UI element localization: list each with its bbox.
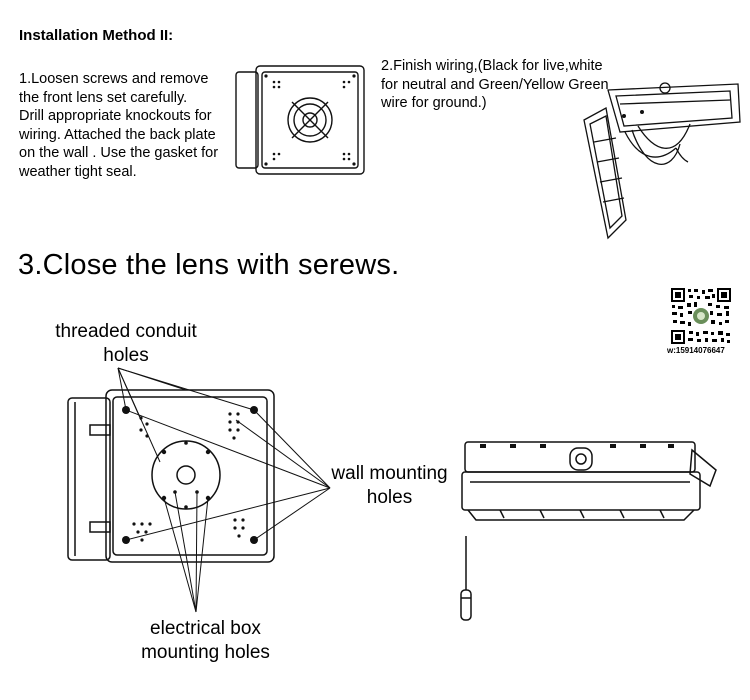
qr-phone-number: w:15914076647 [667, 346, 725, 355]
step1-line: wiring. Attached the back plate [19, 126, 216, 143]
step2-text: 2.Finish wiring,(Black for live,white fo… [381, 57, 621, 113]
label-line: mounting holes [141, 642, 270, 663]
step2-line: for neutral and Green/Yellow Green [381, 76, 609, 93]
label-threaded-conduit-holes: threaded conduit holes [50, 320, 202, 368]
label-line: threaded conduit [55, 321, 197, 342]
label-line: holes [103, 345, 149, 366]
label-wall-mounting-holes: wall mounting holes [327, 462, 452, 510]
qr-code [670, 287, 732, 345]
step3-heading: 3.Close the lens with serews. [18, 249, 400, 281]
back-plate-drawing [235, 65, 365, 175]
step1-text: 1.Loosen screws and remove the front len… [19, 70, 234, 181]
step2-line: 2.Finish wiring,(Black for live,white [381, 58, 603, 74]
step1-line: on the wall . Use the gasket for [19, 145, 219, 161]
step1-line: weather tight seal. [19, 163, 137, 180]
step2-line: wire for ground.) [381, 95, 487, 111]
step1-line: 1.Loosen screws and remove [19, 71, 209, 87]
label-electrical-box-mounting-holes: electrical box mounting holes [134, 617, 277, 665]
wiring-drawing [583, 82, 741, 240]
step1-line: the front lens set carefully. [19, 89, 188, 106]
step1-line: Drill appropriate knockouts for [19, 108, 212, 124]
label-line: holes [366, 487, 413, 508]
installation-heading: Installation Method II: [19, 27, 174, 44]
label-line: wall mounting [331, 463, 448, 484]
side-view-drawing [460, 441, 717, 621]
label-line: electrical box [150, 618, 261, 639]
